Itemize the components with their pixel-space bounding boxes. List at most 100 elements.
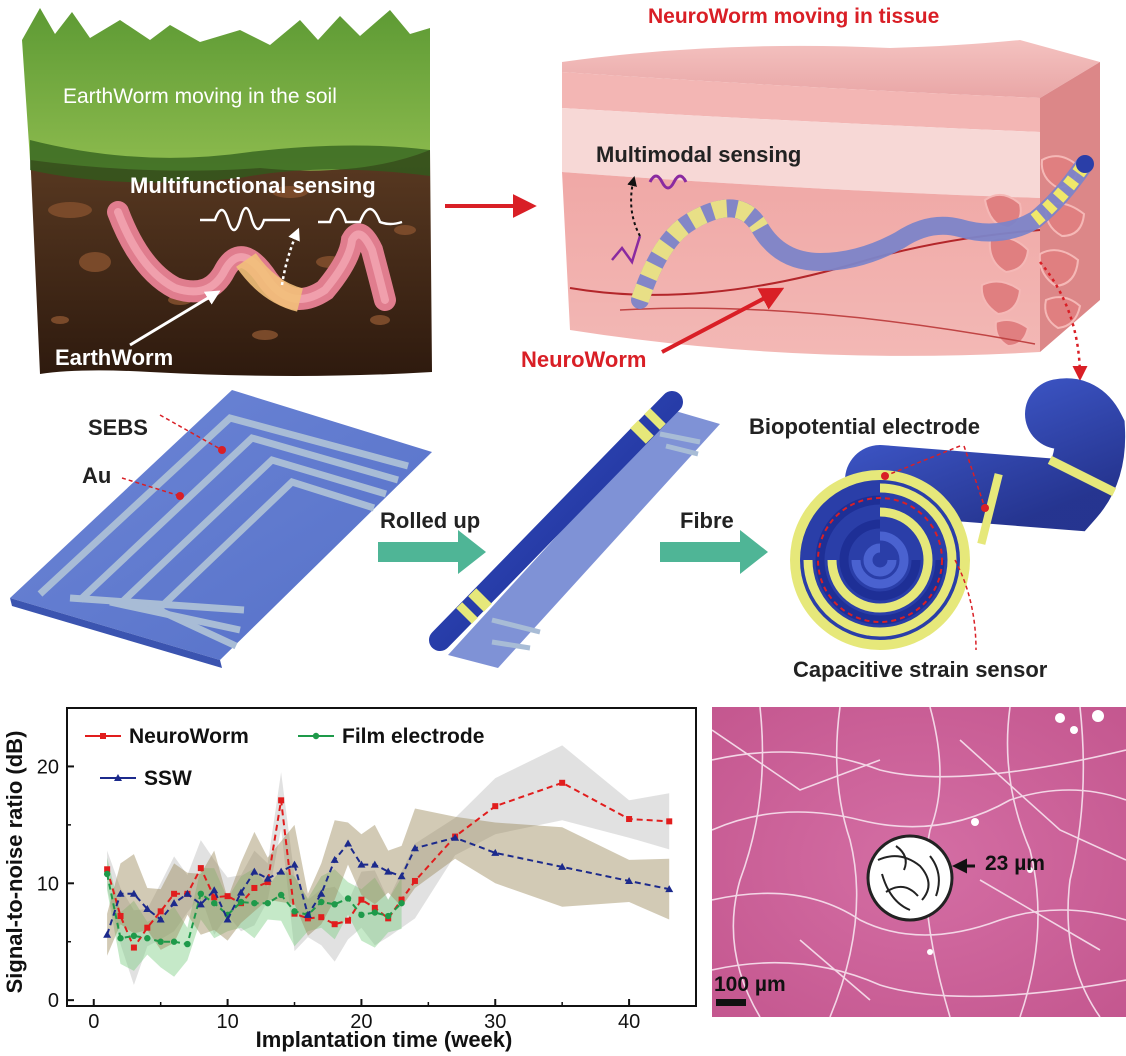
data-point	[251, 899, 258, 907]
multimodal-sensing-label: Multimodal sensing	[596, 142, 801, 167]
multimodal-sensing-arrow	[627, 176, 641, 237]
au-label: Au	[82, 463, 111, 488]
data-point	[144, 935, 151, 942]
confidence-band-2	[107, 808, 670, 956]
data-point	[358, 896, 365, 903]
data-point	[317, 889, 326, 897]
data-point	[183, 889, 192, 897]
multifunctional-sensing-label: Multifunctional sensing	[130, 173, 376, 198]
data-point	[210, 886, 219, 894]
earthworm-label: EarthWorm	[55, 345, 173, 370]
data-point	[171, 890, 178, 897]
data-point	[304, 915, 311, 922]
rolled-electrode-bands	[456, 408, 666, 624]
tissue-panel: NeuroWorm moving in tissue Multimodal se…	[521, 5, 1100, 381]
capacitive-strain-label: Capacitive strain sensor	[793, 657, 1048, 682]
data-point	[345, 917, 352, 924]
spike-signal	[611, 235, 642, 265]
grass-layer	[22, 8, 430, 171]
neuroworm-tip	[1076, 155, 1094, 173]
earthworm-pointer-arrow	[129, 290, 221, 347]
data-point	[318, 898, 325, 906]
neuroworm-segments	[631, 199, 768, 303]
fabrication-panel: SEBS Au Rolled up Fibre	[10, 378, 1126, 682]
data-point	[277, 891, 285, 899]
data-point	[197, 890, 205, 898]
data-point	[103, 930, 112, 938]
data-point	[117, 913, 124, 920]
x-tick-label: 0	[88, 1011, 99, 1033]
sensing-waveforms	[200, 206, 403, 232]
confidence-bands	[107, 745, 670, 985]
data-point	[558, 862, 567, 870]
data-point	[278, 797, 285, 804]
x-tick-label: 20	[350, 1011, 372, 1033]
data-point	[358, 911, 365, 919]
data-point	[370, 860, 379, 868]
neuroworm-label: NeuroWorm	[521, 347, 647, 372]
legend-marker	[312, 732, 320, 740]
data-point	[318, 914, 325, 921]
sebs-pointer-dot	[218, 446, 226, 454]
gap-size-label: 23 µm	[985, 852, 1045, 875]
fibre-arrow	[660, 530, 768, 574]
data-point	[144, 924, 151, 931]
data-point	[264, 899, 271, 907]
data-point	[411, 877, 418, 884]
fat-vacuoles	[927, 710, 1104, 955]
fibre-shaft	[845, 378, 1126, 532]
dark-grass-band	[30, 140, 430, 183]
data-point	[384, 912, 392, 920]
neural-signal-wave	[648, 174, 688, 190]
nerve-fiber-lower	[619, 307, 1036, 345]
data-point	[129, 889, 138, 897]
data-point	[277, 867, 286, 875]
y-tick-label: 0	[48, 990, 59, 1012]
legend-label: NeuroWorm	[129, 725, 249, 748]
y-axis-label: Signal-to-noise ratio (dB)	[2, 731, 27, 994]
earthworm-clitellum	[236, 252, 304, 312]
data-point	[331, 901, 338, 908]
data-point	[130, 944, 137, 951]
x-tick-label: 40	[618, 1011, 640, 1033]
legend-marker	[114, 774, 122, 781]
data-point	[384, 867, 393, 875]
partially-rolled-film	[448, 410, 720, 668]
data-point	[157, 908, 164, 915]
data-point	[357, 860, 366, 868]
series-ssw	[103, 833, 674, 938]
tissue-top-face	[562, 40, 1100, 98]
data-point	[398, 896, 405, 903]
sebs-film-edge	[10, 598, 222, 668]
data-point	[211, 899, 218, 907]
data-point	[344, 895, 352, 902]
data-point	[130, 932, 138, 940]
tissue-skin-layer	[562, 72, 1040, 132]
data-point	[170, 938, 178, 945]
data-point	[223, 915, 232, 923]
data-point	[224, 893, 231, 900]
data-point	[330, 855, 339, 863]
legend-label: Film electrode	[342, 725, 484, 748]
data-point	[116, 889, 125, 897]
data-point	[344, 839, 353, 847]
earth-panel-title: EarthWorm moving in the soil	[63, 85, 337, 108]
scale-bar	[716, 999, 746, 1006]
data-point	[397, 872, 406, 880]
fibre-spiral-layers	[803, 483, 957, 637]
rolled-up-arrow	[378, 530, 486, 574]
data-point	[398, 899, 405, 907]
histology-panel: 23 µm 100 µm	[712, 707, 1126, 1017]
confidence-band-0	[107, 745, 670, 985]
fibre-label: Fibre	[680, 508, 734, 533]
data-point	[250, 867, 259, 875]
data-point	[559, 779, 566, 786]
y-tick-label: 20	[37, 756, 59, 778]
data-point	[371, 904, 378, 911]
rolled-up-label: Rolled up	[380, 508, 480, 533]
x-axis-label: Implantation time (week)	[256, 1027, 513, 1052]
implant-texture	[877, 845, 940, 911]
data-point	[625, 876, 634, 884]
data-point	[371, 909, 379, 916]
